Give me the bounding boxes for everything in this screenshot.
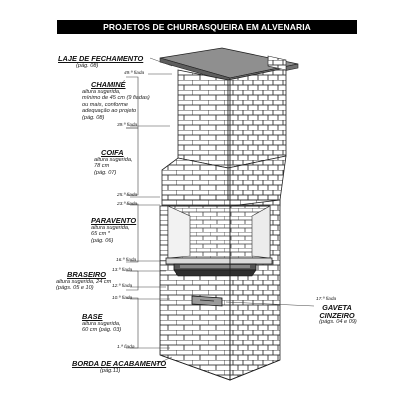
label-chamine-desc: altura sugerida, mínimo de 45 cm (9 fiad… xyxy=(82,89,150,121)
label-borda-title: BORDA DE ACABAMENTO xyxy=(72,359,167,368)
fiada-leaders xyxy=(130,57,315,366)
fiada-12: 12.ª fiada xyxy=(112,284,133,289)
label-base-title: BASE xyxy=(82,312,103,321)
fiada-23: 23.ª fiada xyxy=(117,202,138,207)
label-chamine-title: CHAMINÉ xyxy=(91,80,126,89)
label-coifa-title: COIFA xyxy=(101,148,124,157)
label-braseiro-desc: altura sugerida, 24 cm (págs. 05 e 10) xyxy=(56,279,112,292)
label-gaveta-title: GAVETA xyxy=(322,303,352,312)
fiada-25: 25.ª fiada xyxy=(117,193,138,198)
label-cinzeiro-title: CINZEIRO xyxy=(319,311,355,320)
label-paravento-title: PARAVENTO xyxy=(91,216,137,225)
label-base-desc: altura sugerida, 60 cm (pág. 03) xyxy=(82,321,122,334)
fiada-10: 10.ª fiada xyxy=(112,296,133,301)
label-braseiro-title: BRASEIRO xyxy=(67,270,107,279)
label-laje-title: LAJE DE FECHAMENTO xyxy=(58,54,144,63)
fiada-13: 13.ª fiada xyxy=(112,268,133,273)
label-coifa-desc: altura sugerida, 78 cm (pág. 07) xyxy=(94,157,133,176)
diagram-title: PROJETOS DE CHURRASQUEIRA EM ALVENARIA xyxy=(57,20,357,34)
gaveta-drawer xyxy=(191,295,223,307)
label-paravento-desc: altura sugerida, 65 cm * (pág. 06) xyxy=(91,225,130,244)
braseiro-grill xyxy=(173,263,257,277)
fiada-16: 16.ª fiada xyxy=(116,258,137,263)
fiada-1: 1.ª fiada xyxy=(117,345,135,350)
fiada-17: 17.ª fiada xyxy=(316,297,337,302)
label-borda-page: (pág.11) xyxy=(100,368,121,374)
fiada-49: 49.ª fiada xyxy=(124,71,145,76)
fiada-39: 39.ª fiada xyxy=(117,123,138,128)
barbecue-body xyxy=(159,199,281,381)
label-laje-page: (pág. 08) xyxy=(76,63,99,69)
label-gaveta-page: (págs. 04 e 09) xyxy=(319,319,357,325)
chimney xyxy=(177,55,287,169)
